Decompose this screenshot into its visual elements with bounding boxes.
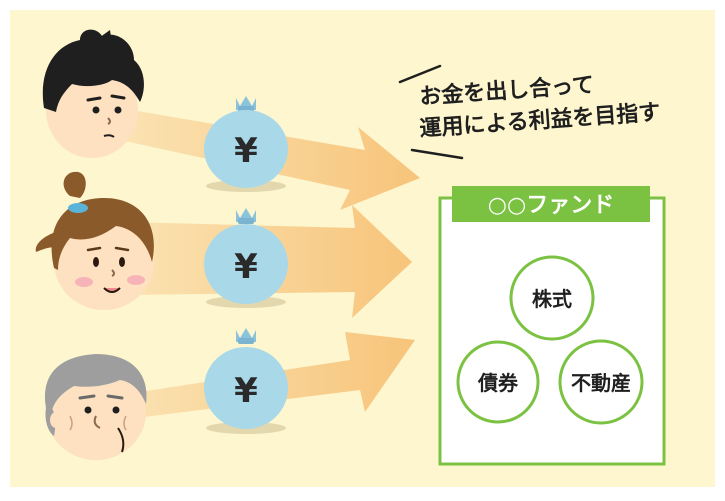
fund-title-banner [452, 186, 650, 222]
money-bag-1: ¥ [204, 96, 288, 192]
asset-label-real-estate: 不動産 [571, 371, 631, 395]
asset-circle-bonds [456, 340, 540, 424]
bag-yen-label: ¥ [234, 247, 258, 287]
young-woman-avatar [35, 171, 154, 310]
young-man-avatar [42, 29, 144, 158]
asset-label-stocks: 株式 [532, 287, 572, 311]
asset-label-bonds: 債券 [477, 371, 519, 395]
fund-title: ○○ファンド [488, 193, 614, 218]
caption-line-top [398, 64, 442, 84]
fund-box: ○○ファンド 株式 債券 不動産 [438, 186, 666, 466]
money-bag-3: ¥ [204, 328, 288, 434]
bag-yen-label: ¥ [234, 131, 258, 171]
bag-yen-label: ¥ [234, 371, 258, 411]
elderly-man-avatar [44, 354, 147, 460]
asset-circle-real-estate [558, 339, 644, 425]
money-bag-2: ¥ [204, 208, 288, 308]
caption-line-bottom [410, 148, 464, 160]
asset-circle-stocks [509, 255, 595, 341]
